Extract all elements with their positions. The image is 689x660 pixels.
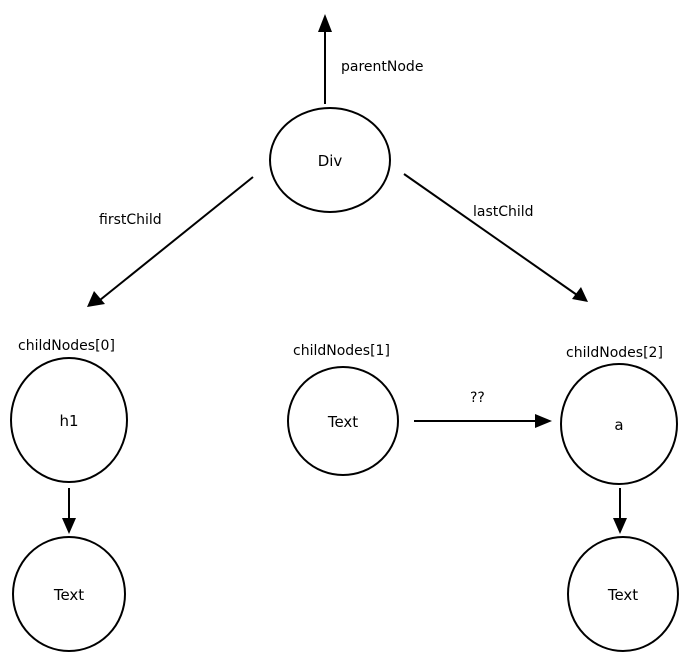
- first-child-arrowhead: [87, 291, 105, 307]
- a-node: [560, 363, 678, 485]
- last-child-label: lastChild: [473, 204, 534, 220]
- text-node-left: [12, 536, 126, 652]
- div-node: [269, 107, 391, 213]
- text-node-left-label: Text: [53, 586, 84, 604]
- h1-node: [10, 357, 128, 483]
- child-nodes-0-label: childNodes[0]: [18, 338, 115, 354]
- parent-node-arrowhead: [318, 14, 332, 32]
- div-node-label: Div: [318, 152, 343, 170]
- h1-child-arrowhead: [62, 518, 76, 534]
- child-nodes-2-label: childNodes[2]: [566, 345, 663, 361]
- child-nodes-1-label: childNodes[1]: [293, 343, 390, 359]
- first-child-label: firstChild: [99, 212, 162, 228]
- h1-node-label: h1: [59, 412, 78, 430]
- parent-node-label: parentNode: [341, 59, 423, 75]
- text-node-middle-label: Text: [327, 413, 358, 431]
- sibling-label: ??: [470, 390, 485, 406]
- a-node-label: a: [614, 416, 623, 434]
- first-child-arrow: [99, 176, 254, 301]
- text-node-right: [567, 536, 679, 652]
- text-node-right-label: Text: [607, 586, 638, 604]
- text-node-middle: [287, 366, 399, 476]
- last-child-arrow: [403, 173, 578, 296]
- sibling-arrowhead: [535, 414, 552, 428]
- last-child-arrowhead: [572, 287, 588, 302]
- a-child-arrowhead: [613, 518, 627, 534]
